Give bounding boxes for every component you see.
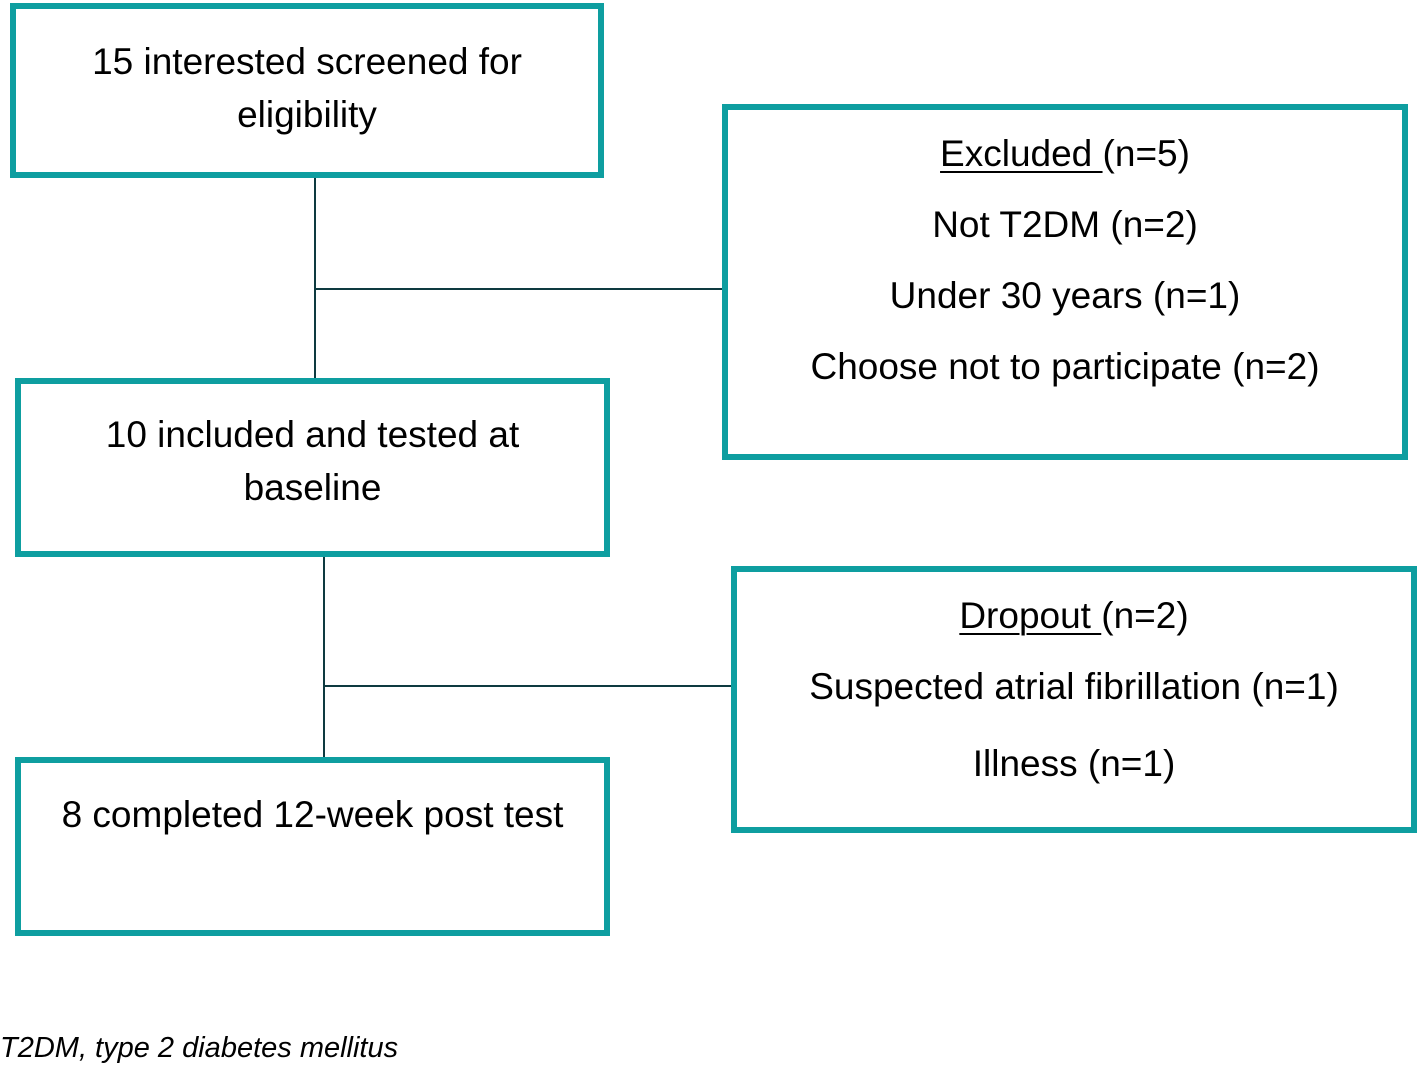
excluded-heading-label: Excluded xyxy=(940,133,1103,174)
completed-box: 8 completed 12-week post test xyxy=(15,757,610,936)
connector-to-excluded xyxy=(315,288,726,290)
completed-text: 8 completed 12-week post test xyxy=(61,794,564,835)
dropout-heading: Dropout (n=2) xyxy=(737,594,1411,638)
connector-screened-to-included xyxy=(314,175,316,381)
dropout-heading-label: Dropout xyxy=(959,595,1102,636)
included-text: 10 included and tested at baseline xyxy=(105,414,520,508)
connector-included-to-completed xyxy=(323,553,325,759)
footnote: T2DM, type 2 diabetes mellitus xyxy=(0,1032,399,1064)
dropout-reason: Suspected atrial fibrillation (n=1) xyxy=(809,666,1339,707)
excluded-reason: Not T2DM (n=2) xyxy=(932,204,1198,245)
screened-box: 15 interested screened for eligibility xyxy=(10,3,604,178)
excluded-reason: Under 30 years (n=1) xyxy=(889,275,1241,316)
excluded-box: Excluded (n=5) Not T2DM (n=2) Under 30 y… xyxy=(722,104,1408,460)
excluded-heading: Excluded (n=5) xyxy=(728,132,1402,176)
connector-to-dropout xyxy=(324,685,735,687)
dropout-reason: Illness (n=1) xyxy=(972,743,1176,784)
dropout-heading-count: (n=2) xyxy=(1101,595,1189,636)
excluded-reason: Choose not to participate (n=2) xyxy=(810,346,1320,387)
excluded-heading-count: (n=5) xyxy=(1102,133,1190,174)
screened-text: 15 interested screened for eligibility xyxy=(92,41,522,135)
included-box: 10 included and tested at baseline xyxy=(15,378,610,557)
dropout-box: Dropout (n=2) Suspected atrial fibrillat… xyxy=(731,566,1417,833)
